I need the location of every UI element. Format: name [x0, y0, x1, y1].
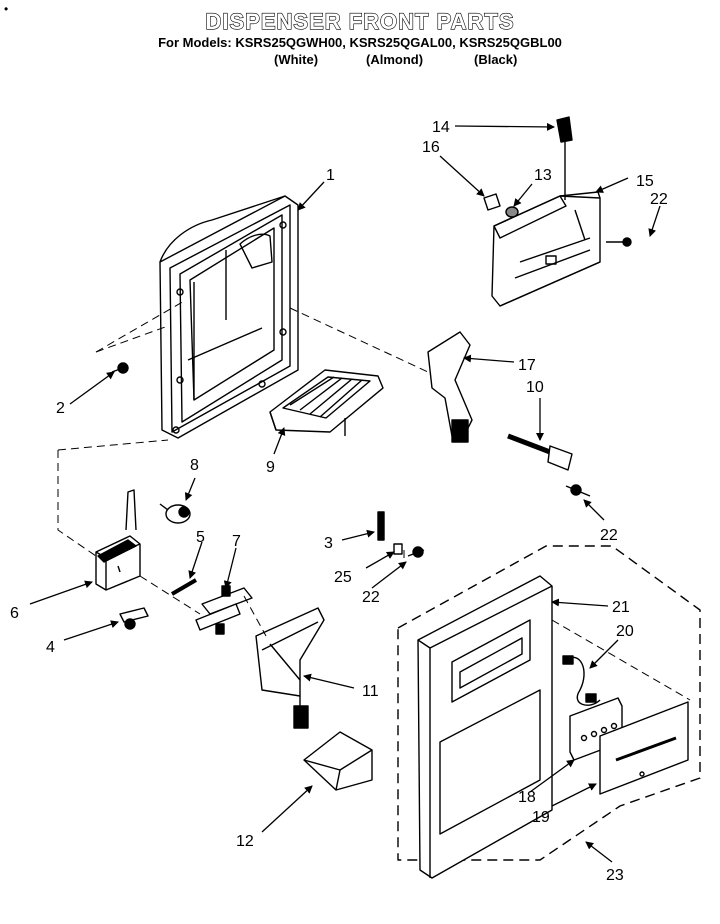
- callout-19: 19: [532, 809, 550, 826]
- callout-15: 15: [636, 173, 654, 190]
- overlay-part: [599, 701, 689, 795]
- callout-21: 21: [612, 599, 630, 616]
- callout-6: 6: [10, 605, 19, 622]
- color-black: (Black): [474, 52, 518, 67]
- callout-10: 10: [526, 379, 544, 396]
- spring-part: [505, 206, 519, 218]
- ice-lever-part: [427, 331, 473, 443]
- callout-7: 7: [232, 533, 241, 550]
- front-panel-part: [417, 575, 553, 879]
- callout-18: 18: [518, 789, 536, 806]
- callout-arrows: [29, 122, 661, 863]
- valve-part: [159, 503, 191, 524]
- bracket-part: [195, 585, 253, 635]
- screw-part: [565, 484, 591, 497]
- rod-part: [170, 578, 198, 596]
- drip-cup-part: [303, 731, 373, 791]
- callout-22-top: 22: [650, 191, 668, 208]
- callout-12: 12: [236, 833, 254, 850]
- corner-mark: •: [4, 2, 9, 16]
- models-line: For Models: KSRS25QGWH00, KSRS25QGAL00, …: [158, 35, 562, 50]
- drip-tray-part: [269, 369, 384, 436]
- insulator-part: [393, 543, 403, 555]
- callout-5: 5: [196, 529, 205, 546]
- screw-part: [111, 362, 129, 374]
- callout-11: 11: [362, 683, 379, 700]
- callout-22-middle: 22: [362, 589, 380, 606]
- callout-23: 23: [606, 867, 624, 884]
- water-lever-part: [507, 433, 573, 471]
- callout-3: 3: [324, 535, 333, 552]
- callout-14: 14: [432, 119, 450, 136]
- callout-numbers: 1 2 3 4 5 6 7 8 9 10 11 12 13 14 15 16 1…: [10, 119, 668, 884]
- callout-13: 13: [534, 167, 552, 184]
- micro-switch-part: [377, 511, 385, 541]
- color-white: (White): [274, 52, 319, 67]
- switch-part: [556, 116, 573, 200]
- callout-22-right: 22: [600, 527, 618, 544]
- screw-part: [606, 237, 632, 247]
- callout-16: 16: [422, 139, 440, 156]
- callout-20: 20: [616, 623, 634, 640]
- dispenser-housing-part: [159, 195, 299, 439]
- screw-part: [407, 546, 425, 558]
- callout-1: 1: [326, 167, 335, 184]
- callout-17: 17: [518, 357, 536, 374]
- lock-nut-part: [119, 607, 149, 630]
- callout-25: 25: [334, 569, 352, 586]
- callout-8: 8: [190, 457, 199, 474]
- bushing-part: [483, 193, 501, 211]
- wire-harness-part: [562, 655, 601, 706]
- callout-4: 4: [46, 639, 55, 656]
- callout-9: 9: [266, 459, 275, 476]
- water-paddle-part: [255, 607, 325, 729]
- diagram-title: DISPENSER FRONT PARTS: [205, 8, 515, 34]
- solenoid-part: [95, 489, 141, 591]
- color-almond: (Almond): [366, 52, 424, 67]
- callout-2: 2: [56, 400, 65, 417]
